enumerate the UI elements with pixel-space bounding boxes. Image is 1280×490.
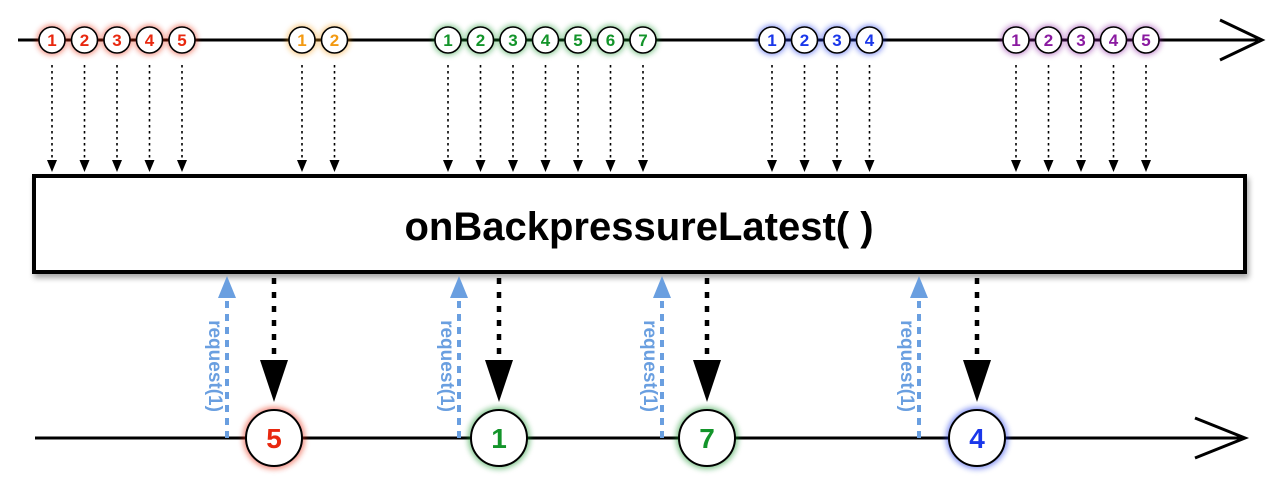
output-arrow — [485, 278, 513, 402]
input-marble-label: 2 — [800, 31, 809, 50]
input-arrow — [864, 65, 875, 172]
input-marble-label: 1 — [767, 31, 776, 50]
output-marble-label: 5 — [266, 423, 282, 454]
input-marble-label: 4 — [865, 31, 875, 50]
output-arrows — [260, 278, 991, 402]
output-marble-label: 7 — [699, 423, 715, 454]
output-arrow — [963, 278, 991, 402]
input-arrow — [1043, 65, 1054, 172]
input-marble: 7 — [628, 25, 658, 55]
input-marble-label: 2 — [80, 31, 89, 50]
input-marble-label: 3 — [1076, 31, 1085, 50]
input-marble: 3 — [1066, 25, 1096, 55]
input-marble: 2 — [1033, 25, 1064, 55]
input-arrow — [443, 65, 453, 172]
input-marble-label: 4 — [145, 31, 155, 50]
input-marble: 5 — [563, 25, 593, 55]
input-marble: 6 — [595, 25, 626, 55]
input-marble: 1 — [757, 25, 787, 55]
input-arrow — [508, 65, 518, 172]
input-arrow — [799, 65, 810, 172]
operator-box: onBackpressureLatest( ) — [32, 174, 1247, 274]
output-marble-label: 4 — [969, 423, 985, 454]
output-marble: 1 — [468, 407, 530, 469]
input-marble: 5 — [167, 25, 197, 55]
input-marble: 1 — [287, 25, 317, 55]
input-arrow — [297, 65, 307, 172]
input-arrow — [1108, 65, 1119, 172]
input-arrow — [573, 65, 583, 172]
input-arrow — [475, 65, 486, 172]
input-marble-label: 2 — [1044, 31, 1053, 50]
input-marble-label: 7 — [638, 31, 647, 50]
request-label: request(1) — [639, 320, 660, 412]
input-arrows — [47, 65, 1151, 172]
operator-label: onBackpressureLatest( ) — [404, 205, 873, 249]
request-label: request(1) — [896, 320, 917, 412]
input-arrow — [605, 65, 616, 172]
input-arrow — [767, 65, 777, 172]
input-marble-label: 5 — [1141, 31, 1150, 50]
input-marble-label: 2 — [330, 31, 339, 50]
input-marble: 1 — [1001, 25, 1031, 55]
input-marble-label: 5 — [573, 31, 582, 50]
request-arrow: request(1) — [639, 276, 671, 438]
request-arrow: request(1) — [204, 276, 236, 438]
input-marble-label: 3 — [832, 31, 841, 50]
input-arrow — [540, 65, 551, 172]
output-marble: 7 — [676, 407, 738, 469]
input-marble: 1 — [37, 25, 67, 55]
output-timeline — [35, 416, 1250, 460]
input-arrow — [832, 65, 842, 172]
input-marble: 2 — [789, 25, 820, 55]
input-marble-label: 4 — [541, 31, 551, 50]
input-marble: 1 — [433, 25, 463, 55]
request-arrow: request(1) — [436, 276, 468, 438]
output-marbles: 5 1 7 4 — [243, 407, 1008, 469]
output-marble: 4 — [946, 407, 1008, 469]
input-marble: 3 — [822, 25, 852, 55]
input-marble: 2 — [69, 25, 100, 55]
input-arrow — [329, 65, 340, 172]
input-marble-label: 1 — [1011, 31, 1020, 50]
output-marble: 5 — [243, 407, 305, 469]
input-marble: 2 — [465, 25, 496, 55]
input-marble-label: 5 — [177, 31, 186, 50]
input-marble-label: 2 — [476, 31, 485, 50]
input-marble-label: 1 — [297, 31, 306, 50]
output-marble-label: 1 — [491, 423, 507, 454]
input-marble: 4 — [854, 25, 885, 55]
input-arrow — [79, 65, 90, 172]
request-arrows: request(1) request(1) request(1) request(1) — [204, 276, 928, 438]
input-marble: 4 — [1098, 25, 1129, 55]
request-label: request(1) — [204, 320, 225, 412]
input-arrow — [47, 65, 57, 172]
input-arrow — [144, 65, 155, 172]
input-marble: 3 — [102, 25, 132, 55]
input-arrow — [112, 65, 122, 172]
output-arrow — [693, 278, 721, 402]
input-marble-label: 3 — [112, 31, 121, 50]
input-marble: 4 — [530, 25, 561, 55]
input-marble: 5 — [1131, 25, 1161, 55]
input-arrow — [1076, 65, 1086, 172]
input-marble-label: 1 — [443, 31, 452, 50]
input-marble: 2 — [319, 25, 350, 55]
input-arrow — [177, 65, 187, 172]
input-marble-label: 1 — [47, 31, 56, 50]
request-arrow: request(1) — [896, 276, 928, 438]
input-marbles: 1 2 3 4 5 1 2 1 2 3 4 5 6 7 1 2 3 4 1 2 3 4 5 — [37, 25, 1161, 55]
input-arrow — [1011, 65, 1021, 172]
input-arrow — [638, 65, 648, 172]
output-arrow — [260, 278, 288, 402]
input-arrow — [1141, 65, 1151, 172]
input-marble-label: 4 — [1109, 31, 1119, 50]
input-marble: 3 — [498, 25, 528, 55]
input-marble-label: 3 — [508, 31, 517, 50]
request-label: request(1) — [436, 320, 457, 412]
input-marble: 4 — [134, 25, 165, 55]
input-marble-label: 6 — [606, 31, 615, 50]
